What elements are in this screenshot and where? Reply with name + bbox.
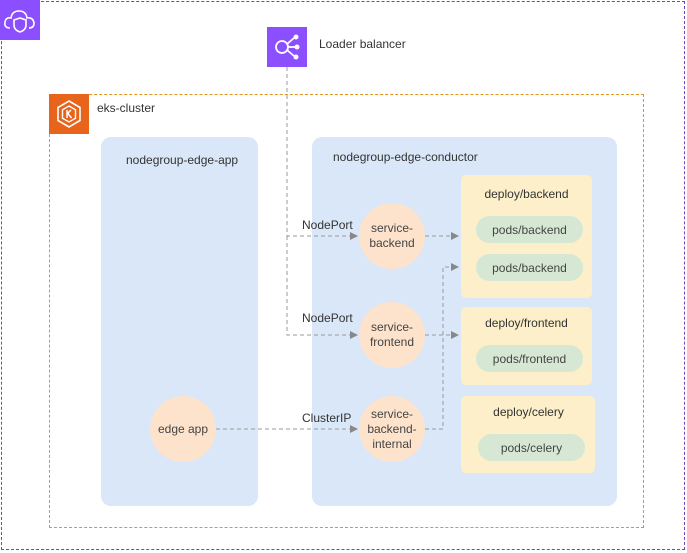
- cluster-label: eks-cluster: [97, 101, 156, 115]
- cloud-shield-icon: [0, 0, 40, 40]
- pod-backend-1: pods/backend: [476, 216, 583, 243]
- pod-backend-2: pods/backend: [476, 254, 583, 281]
- service-frontend: service- frontend: [359, 302, 425, 368]
- nodegroup-conductor-label: nodegroup-edge-conductor: [333, 150, 478, 164]
- edge-internal-to-backend: [425, 263, 459, 430]
- deploy-backend-label: deploy/backend: [484, 187, 569, 201]
- deploy-celery-label: deploy/celery: [493, 405, 564, 419]
- load-balancer-icon: [267, 27, 307, 67]
- pod-celery: pods/celery: [478, 434, 585, 461]
- edge-lb-to-backend: [286, 67, 358, 240]
- deploy-frontend-label: deploy/frontend: [485, 316, 568, 330]
- edge-label-nodeport-frontend: NodePort: [302, 311, 353, 325]
- edge-label-clusterip: ClusterIP: [302, 411, 352, 425]
- edge-app: edge app: [150, 396, 216, 462]
- pod-frontend: pods/frontend: [476, 345, 583, 372]
- eks-icon: [49, 94, 89, 134]
- service-backend: service- backend: [359, 203, 425, 269]
- service-backend-internal: service- backend- internal: [359, 396, 425, 462]
- eks-cluster-boundary: [49, 94, 644, 528]
- edge-lb-to-frontend: [286, 236, 358, 339]
- edge-label-nodeport-backend: NodePort: [302, 218, 353, 232]
- load-balancer-label: Loader balancer: [319, 37, 406, 51]
- nodegroup-app-label: nodegroup-edge-app: [126, 153, 239, 167]
